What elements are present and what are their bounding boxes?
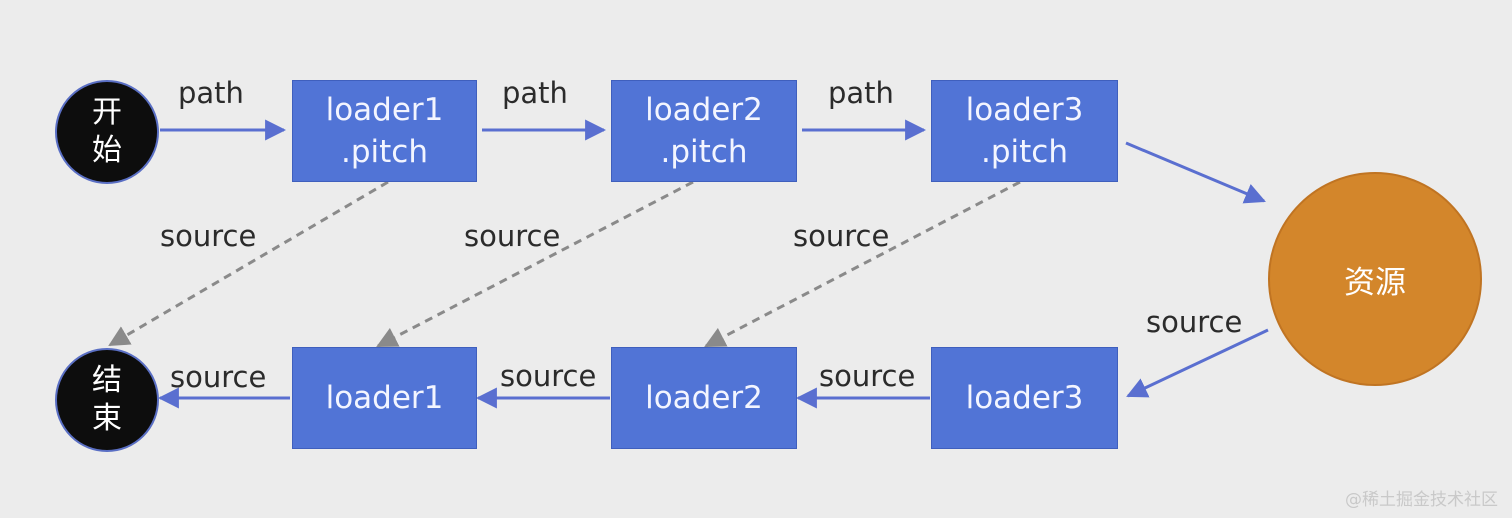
path-label-2: path xyxy=(502,76,568,110)
loader1-node: loader1 xyxy=(292,347,477,449)
start-node-text-2: 始 xyxy=(92,133,122,168)
back-source-label-1: source xyxy=(170,360,267,394)
path-label-1: path xyxy=(178,76,244,110)
loader3-pitch-text-2: .pitch xyxy=(981,134,1068,170)
loader3-text: loader3 xyxy=(965,380,1084,416)
dashed-source-label-3: source xyxy=(793,219,890,253)
end-node-text-1: 结 xyxy=(92,363,122,398)
loader1-pitch-text-1: loader1 xyxy=(325,92,444,128)
dashed-arrow-pitch1-to-end xyxy=(108,180,389,347)
start-node-text-1: 开 xyxy=(92,95,122,130)
arrow-resource-to-loader3 xyxy=(1126,328,1269,398)
loader2-text: loader2 xyxy=(645,380,763,416)
loader3-pitch-node: loader3 .pitch xyxy=(931,80,1118,182)
loader1-text: loader1 xyxy=(325,380,444,416)
arrow-pitch3-to-resource xyxy=(1125,141,1266,204)
resource-source-label: source xyxy=(1146,305,1243,339)
resource-node-text: 资源 xyxy=(1344,264,1406,301)
dashed-source-label-1: source xyxy=(160,219,257,253)
loader1-pitch-text-2: .pitch xyxy=(341,134,428,170)
resource-node: 资源 xyxy=(1268,172,1482,386)
end-node: 结 束 xyxy=(55,348,159,452)
dashed-source-label-2: source xyxy=(464,219,561,253)
watermark: @稀土掘金技术社区 xyxy=(1345,490,1498,510)
loader2-node: loader2 xyxy=(611,347,797,449)
loader3-node: loader3 xyxy=(931,347,1118,449)
end-node-text-2: 束 xyxy=(92,401,122,436)
dashed-arrow-pitch3-to-loader2 xyxy=(704,180,1021,348)
back-source-label-2: source xyxy=(500,359,597,393)
path-label-3: path xyxy=(828,76,894,110)
back-source-label-3: source xyxy=(819,359,916,393)
loader1-pitch-node: loader1 .pitch xyxy=(292,80,477,182)
loader2-pitch-text-1: loader2 xyxy=(645,92,763,128)
loader3-pitch-text-1: loader3 xyxy=(965,92,1084,128)
dashed-arrow-pitch2-to-loader1 xyxy=(376,180,694,348)
start-node: 开 始 xyxy=(55,80,159,184)
loader2-pitch-text-2: .pitch xyxy=(660,134,748,170)
loader2-pitch-node: loader2 .pitch xyxy=(611,80,797,182)
